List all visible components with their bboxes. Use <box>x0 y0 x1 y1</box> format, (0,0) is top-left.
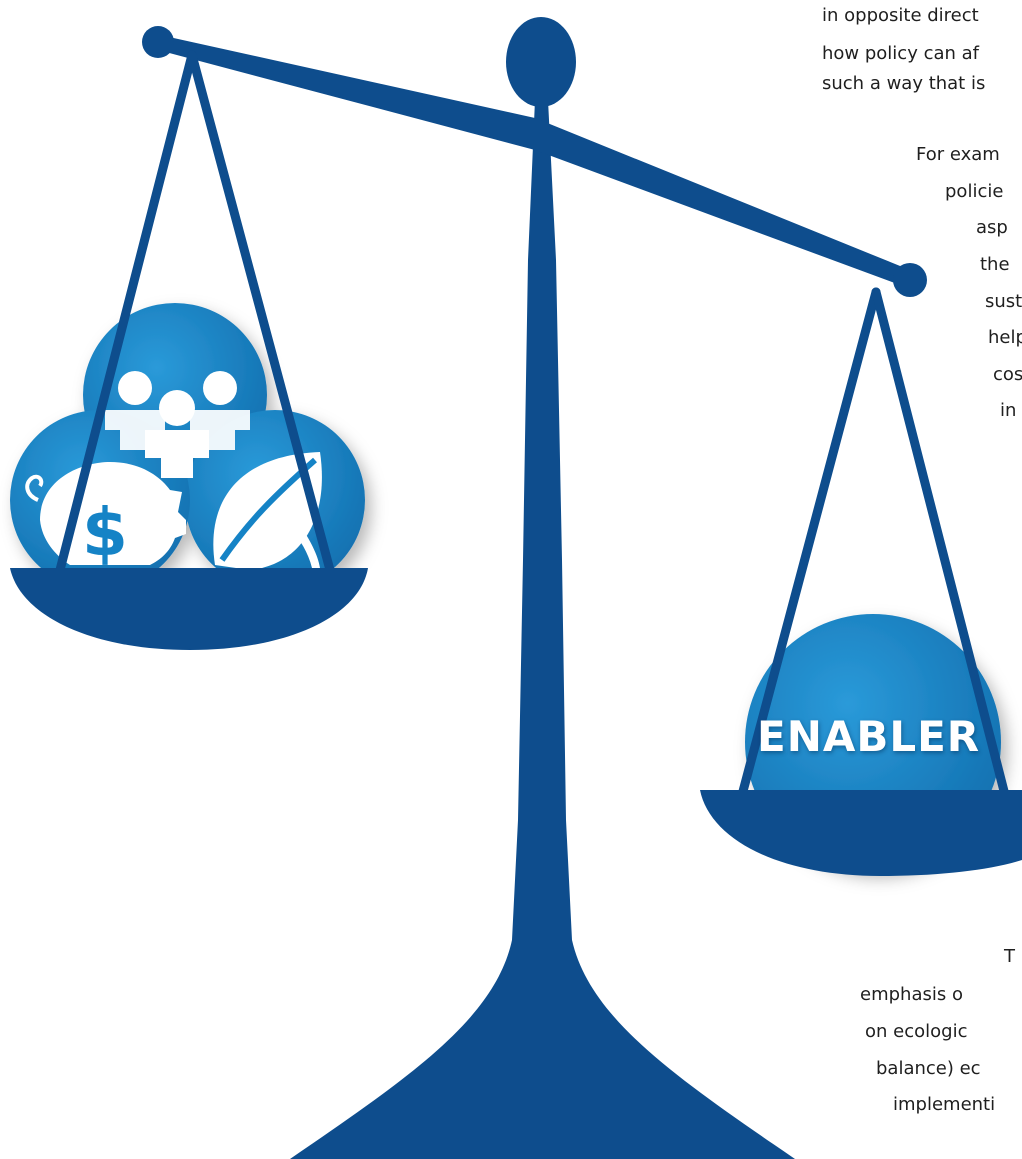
text-line: on ecologic <box>865 1021 968 1042</box>
text-line: in opposite direct <box>822 5 979 26</box>
beam-left-knob <box>142 26 174 58</box>
text-line: balance) ec <box>876 1058 981 1079</box>
text-line: asp <box>976 217 1008 238</box>
text-line: T <box>1004 946 1015 967</box>
text-line: implementi <box>893 1094 996 1115</box>
text-line: policie <box>945 181 1004 202</box>
text-line: help <box>988 327 1022 348</box>
people-icon <box>105 371 250 478</box>
dollar-sign-glyph: $ <box>82 494 128 571</box>
beam-right-knob <box>893 263 927 297</box>
left-pan-strings <box>55 50 335 575</box>
scale-head <box>506 17 576 107</box>
scale-beam <box>142 26 927 297</box>
text-line: in <box>1000 400 1017 421</box>
left-pan-dish <box>10 568 368 650</box>
text-line: sust <box>985 291 1022 312</box>
scale-pole <box>290 100 795 1159</box>
text-line: emphasis o <box>860 984 963 1005</box>
text-line: the <box>980 254 1010 275</box>
enabler-label: ENABLER <box>757 712 981 761</box>
text-line: cos <box>993 364 1022 385</box>
text-line: how policy can af <box>822 43 979 64</box>
right-pan-dish <box>700 790 1022 876</box>
text-line: such a way that is <box>822 73 986 94</box>
right-pan-strings <box>737 287 1010 800</box>
text-line: For exam <box>916 144 1000 165</box>
scale-stand <box>290 17 795 1159</box>
